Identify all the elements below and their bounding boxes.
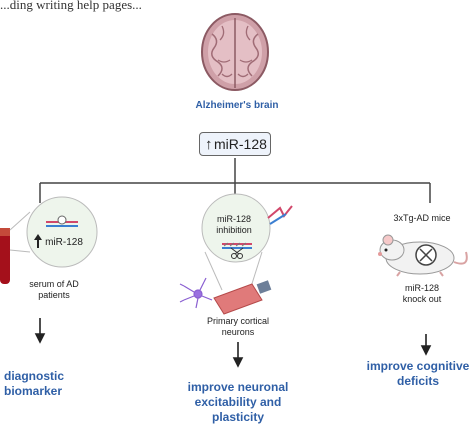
brain-label: Alzheimer's brain: [195, 100, 279, 111]
mirna-box: ↑ miR-128: [199, 132, 271, 156]
middle-circle-label: miR-128 inhibition: [216, 214, 252, 235]
right-title: 3xTg-AD mice: [393, 213, 451, 223]
middle-caption: Primary cortical neurons: [206, 316, 269, 337]
up-arrow-icon: ↑: [205, 136, 213, 153]
culture-flask-icon: [213, 280, 272, 315]
left-circle-label: miR-128: [45, 237, 83, 248]
left-caption: serum of AD patients: [29, 279, 79, 300]
left-circle: [26, 196, 98, 268]
left-zoom-line-bottom: [9, 249, 31, 253]
top-clipped-text: ...ding writing help pages...: [0, 0, 142, 12]
right-outcome: improve cognitive deficits: [366, 359, 470, 388]
middle-outcome: improve neuronal excitability and plasti…: [187, 380, 289, 424]
neuron-icon: [179, 277, 213, 309]
left-outcome: diagnostic biomarker: [4, 369, 65, 398]
middle-zoom-line-left: [204, 251, 223, 291]
down-arrows: [34, 318, 432, 368]
right-caption: miR-128 knock out: [402, 283, 442, 304]
blood-tube-icon: [0, 228, 10, 284]
rna-fragment-icon: [267, 205, 293, 225]
scissors-icon: [230, 247, 244, 259]
mirna-label: miR-128: [214, 136, 267, 152]
middle-circle: [201, 193, 271, 263]
brain-icon: [201, 13, 269, 91]
knockout-x-icon: [415, 244, 437, 266]
connector-lines: [39, 158, 431, 203]
left-zoom-line-top: [9, 211, 31, 231]
